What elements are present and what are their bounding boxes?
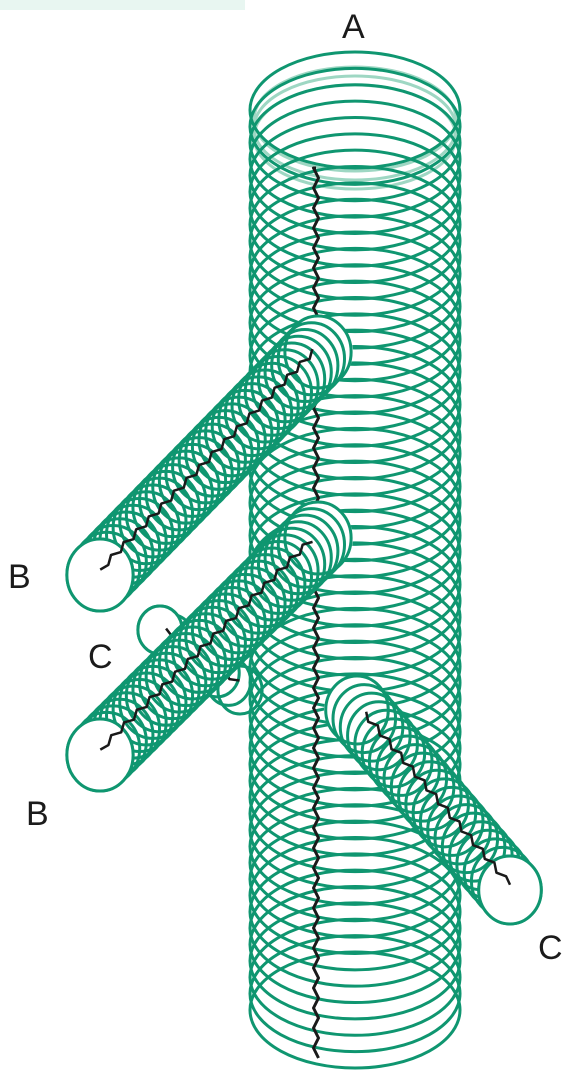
label-b-lower: B	[26, 797, 49, 831]
label-a: A	[342, 10, 365, 44]
branch-b-upper-end-cap	[67, 539, 133, 611]
branch-c-right-end-cap	[479, 856, 542, 924]
label-b-upper: B	[8, 560, 31, 594]
label-c-right: C	[538, 931, 563, 965]
label-c-left: C	[88, 640, 113, 674]
